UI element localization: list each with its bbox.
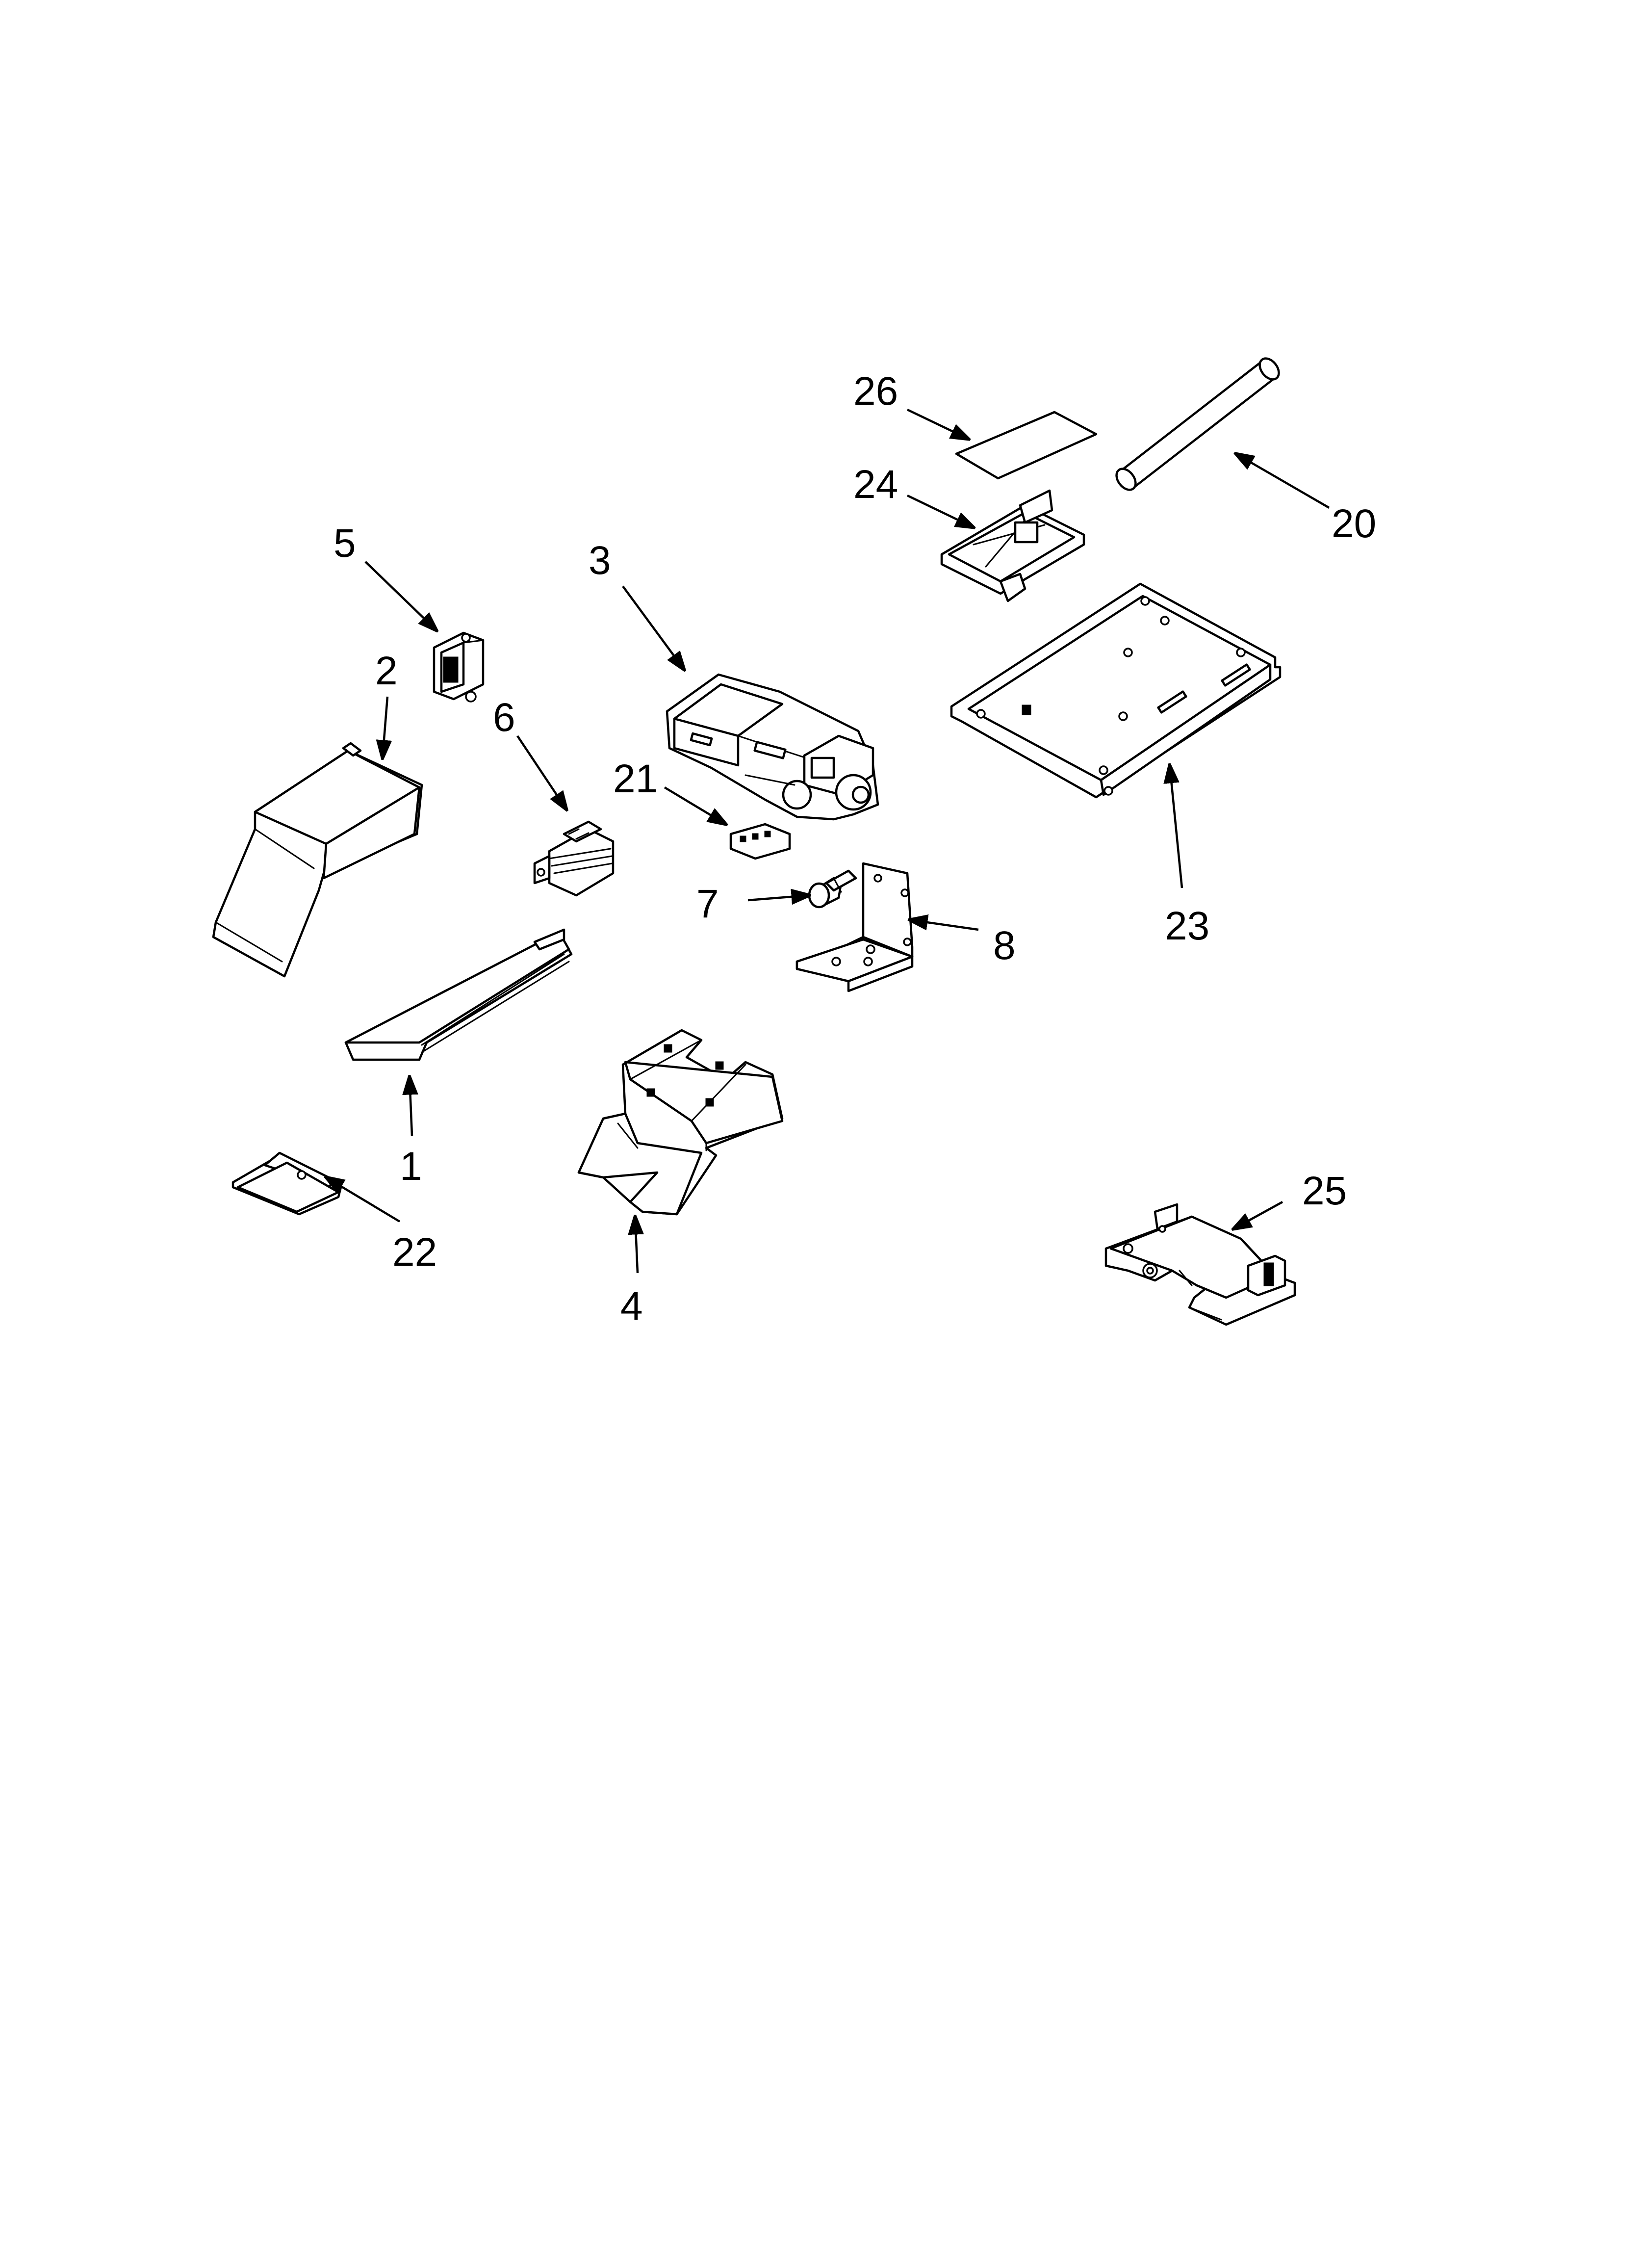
callout-26: 26 [853,369,898,414]
part-7-screw [808,869,857,909]
leader-20 [1236,454,1330,509]
leader-6 [516,735,566,809]
part-5-switch [433,631,485,703]
callout-labels: 26 24 20 5 3 2 6 21 7 8 23 1 22 4 25 [334,369,1376,1329]
leader-4 [635,1217,638,1274]
part-1-channel [344,928,573,1061]
leader-1 [410,1077,412,1136]
leader-25 [1233,1201,1283,1229]
part-2-cover [212,742,423,978]
callout-6: 6 [493,695,515,740]
part-3-motor-assembly [666,673,879,821]
leader-23 [1170,765,1183,888]
part-4-duct-shield [577,1029,784,1216]
callout-2: 2 [375,649,398,693]
callout-25: 25 [1302,1169,1347,1213]
callout-22: 22 [392,1230,437,1275]
callout-3: 3 [589,538,611,583]
part-8-mounting-bracket [795,862,914,992]
leader-7 [747,895,809,900]
part-24-bracket [940,489,1085,602]
part-22-small-bracket [231,1151,342,1216]
leader-5 [364,561,436,630]
leader-2 [383,696,387,758]
leader-26 [907,408,969,439]
leader-8 [910,920,979,930]
callout-23: 23 [1165,904,1209,948]
leader-24 [907,494,974,527]
leader-3 [622,585,684,670]
leader-22 [326,1177,401,1223]
part-21-terminal-block [729,823,791,860]
part-26-sheet [955,411,1098,480]
callout-8: 8 [993,923,1016,968]
callout-24: 24 [853,462,898,507]
leader-lines [326,408,1330,1274]
callout-4: 4 [620,1284,643,1329]
callout-7: 7 [696,882,719,926]
callout-1: 1 [400,1144,422,1189]
leader-21 [664,786,726,824]
part-6-transformer [533,820,615,897]
callout-21: 21 [613,756,658,801]
callout-20: 20 [1332,501,1376,546]
part-20-tube [1115,357,1280,491]
part-25-control-board [1104,1203,1296,1326]
part-23-base-plate [950,582,1282,799]
callout-5: 5 [334,521,356,566]
